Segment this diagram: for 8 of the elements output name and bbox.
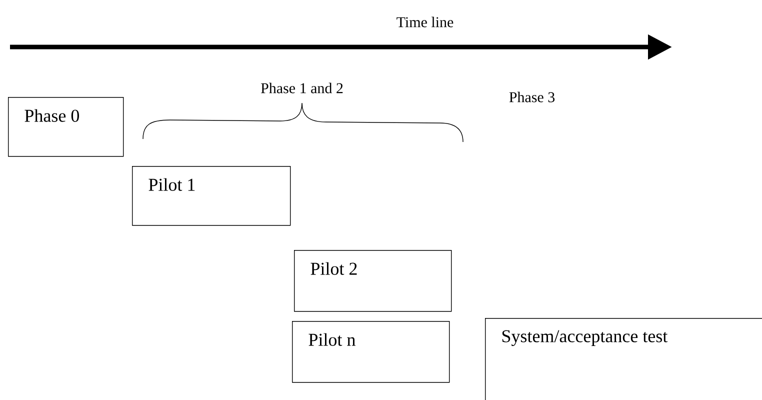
text-label: Time line xyxy=(396,16,454,28)
text-label: Phase 3 xyxy=(509,92,555,102)
process-box: Pilot 2 xyxy=(294,250,452,312)
process-box: Phase 0 xyxy=(8,97,124,157)
process-box: Pilot n xyxy=(292,321,450,383)
process-box: System/acceptance test xyxy=(485,318,762,400)
process-box: Pilot 1 xyxy=(132,166,291,226)
text-label: Phase 1 and 2 xyxy=(261,82,343,94)
